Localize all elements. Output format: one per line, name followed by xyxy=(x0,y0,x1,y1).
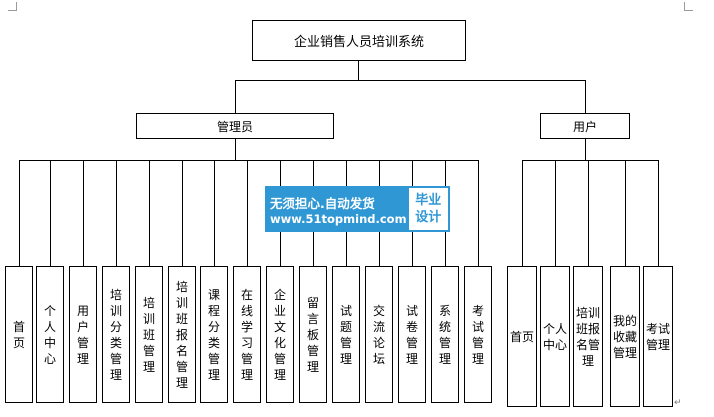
connector-line xyxy=(235,80,585,81)
admin-leaf-node: 试卷管理 xyxy=(398,266,426,403)
user-leaf-node: 我的收藏管理 xyxy=(610,266,640,407)
root-node: 企业销售人员培训系统 xyxy=(252,20,466,61)
page-corner-mark xyxy=(684,2,693,11)
connector-line xyxy=(247,160,248,266)
page-corner-mark xyxy=(8,2,17,11)
connector-line xyxy=(235,139,236,160)
connector-line xyxy=(522,160,523,266)
connector-line xyxy=(19,160,478,161)
watermark-badge-line: 设计 xyxy=(415,210,442,225)
connector-line xyxy=(585,80,586,113)
connector-line xyxy=(588,160,589,266)
watermark-badge-line: 毕业 xyxy=(415,193,442,208)
watermark-url: www.51topmind.com xyxy=(270,211,407,226)
admin-leaf-node: 培训分类管理 xyxy=(102,266,130,403)
admin-node: 管理员 xyxy=(136,113,334,139)
user-leaf-node: 培训班报名管理 xyxy=(573,266,603,407)
connector-line xyxy=(625,160,626,266)
admin-leaf-node: 留言板管理 xyxy=(299,266,327,403)
connector-line xyxy=(50,160,51,266)
watermark-text: 无须担心.自动发货 www.51topmind.com xyxy=(265,186,407,232)
connector-line xyxy=(83,160,84,266)
connector-line xyxy=(149,160,150,266)
watermark-banner: 无须担心.自动发货 www.51topmind.com 毕业 设计 xyxy=(265,186,450,232)
watermark-badge: 毕业 设计 xyxy=(408,188,448,230)
user-leaf-node: 个人中心 xyxy=(540,266,570,407)
connector-line xyxy=(555,160,556,266)
user-leaf-node: 考试管理 xyxy=(643,266,673,407)
connector-line xyxy=(235,80,236,113)
admin-leaf-node: 课程分类管理 xyxy=(200,266,228,403)
admin-leaf-node: 培训班报名管理 xyxy=(168,266,196,403)
admin-leaf-node: 企业文化管理 xyxy=(266,266,294,403)
connector-line xyxy=(585,139,586,160)
connector-line xyxy=(358,61,359,81)
watermark-slogan: 无须担心.自动发货 xyxy=(270,195,375,211)
paragraph-mark-icon: ↵ xyxy=(674,398,682,408)
connector-line xyxy=(19,160,20,266)
admin-leaf-node: 在线学习管理 xyxy=(233,266,261,403)
connector-line xyxy=(522,160,658,161)
admin-leaf-node: 试题管理 xyxy=(332,266,360,403)
admin-leaf-node: 交流论坛 xyxy=(365,266,393,403)
admin-leaf-node: 个人中心 xyxy=(36,266,64,403)
admin-leaf-node: 用户管理 xyxy=(69,266,97,403)
admin-leaf-node: 首页 xyxy=(5,266,33,403)
admin-leaf-node: 培训班管理 xyxy=(135,266,163,403)
connector-line xyxy=(182,160,183,266)
user-leaf-node: 首页 xyxy=(507,266,537,407)
connector-line xyxy=(214,160,215,266)
connector-line xyxy=(116,160,117,266)
connector-line xyxy=(658,160,659,266)
user-node: 用户 xyxy=(540,113,630,139)
admin-leaf-node: 考试管理 xyxy=(464,266,492,403)
connector-line xyxy=(478,160,479,266)
admin-leaf-node: 系统管理 xyxy=(431,266,459,403)
